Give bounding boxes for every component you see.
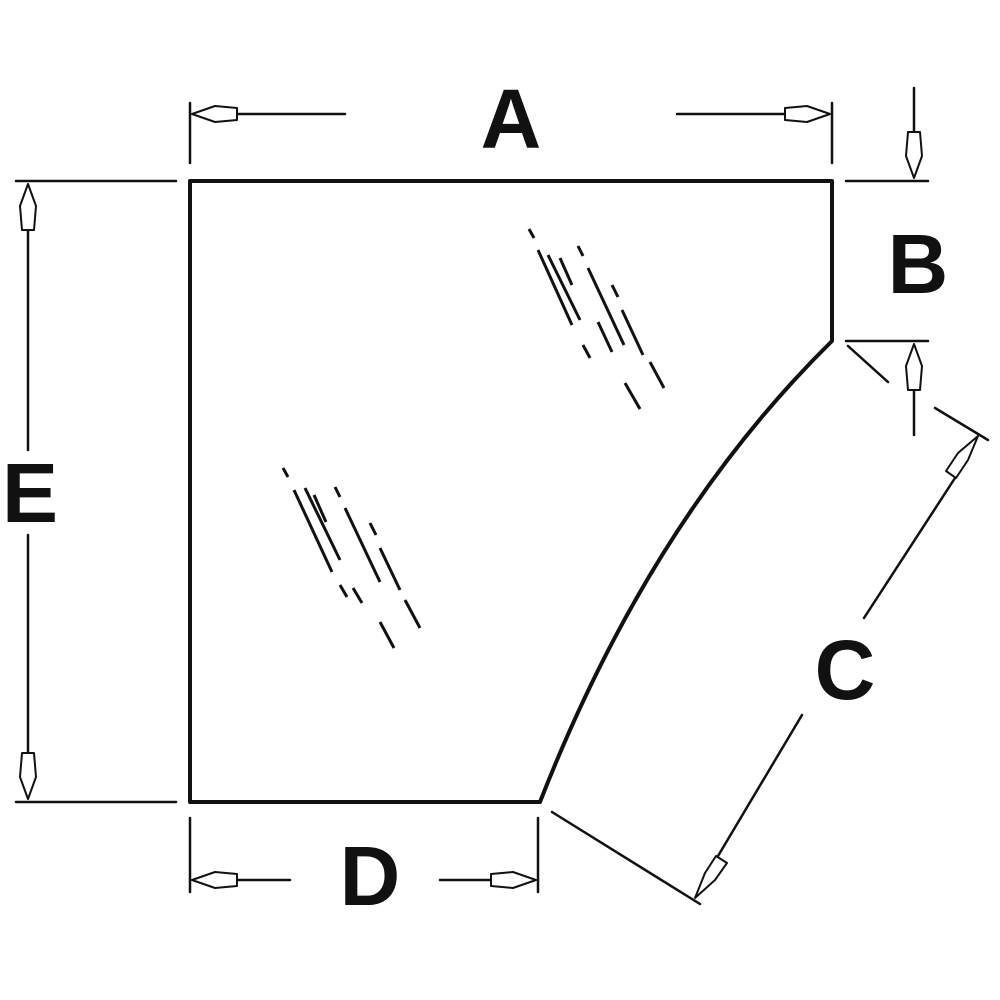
- arrowhead-down: [19, 752, 37, 800]
- dimension-b: B: [844, 86, 949, 437]
- glass-panel-outline: [188, 179, 834, 804]
- dimension-a: A: [188, 72, 834, 166]
- glare-marks-lower: [281, 467, 422, 649]
- label-b: B: [888, 217, 949, 311]
- label-d: D: [340, 829, 401, 923]
- dimension-c: C: [550, 344, 990, 906]
- arrowhead-up: [19, 183, 37, 231]
- arrowhead-lower: [694, 855, 728, 899]
- label-e: E: [2, 446, 58, 540]
- dimension-e: E: [2, 179, 178, 804]
- label-a: A: [481, 72, 542, 166]
- dimension-d: D: [188, 816, 540, 923]
- glare-marks-upper: [527, 228, 666, 410]
- label-c: C: [815, 623, 876, 717]
- arrowhead-upper: [945, 435, 979, 479]
- arrowhead-up: [905, 343, 923, 391]
- arrowhead-down: [905, 131, 923, 179]
- arrowhead-right: [784, 105, 831, 123]
- arrowhead-right: [490, 871, 537, 889]
- arrowhead-left: [191, 871, 238, 889]
- arrowhead-left: [191, 105, 238, 123]
